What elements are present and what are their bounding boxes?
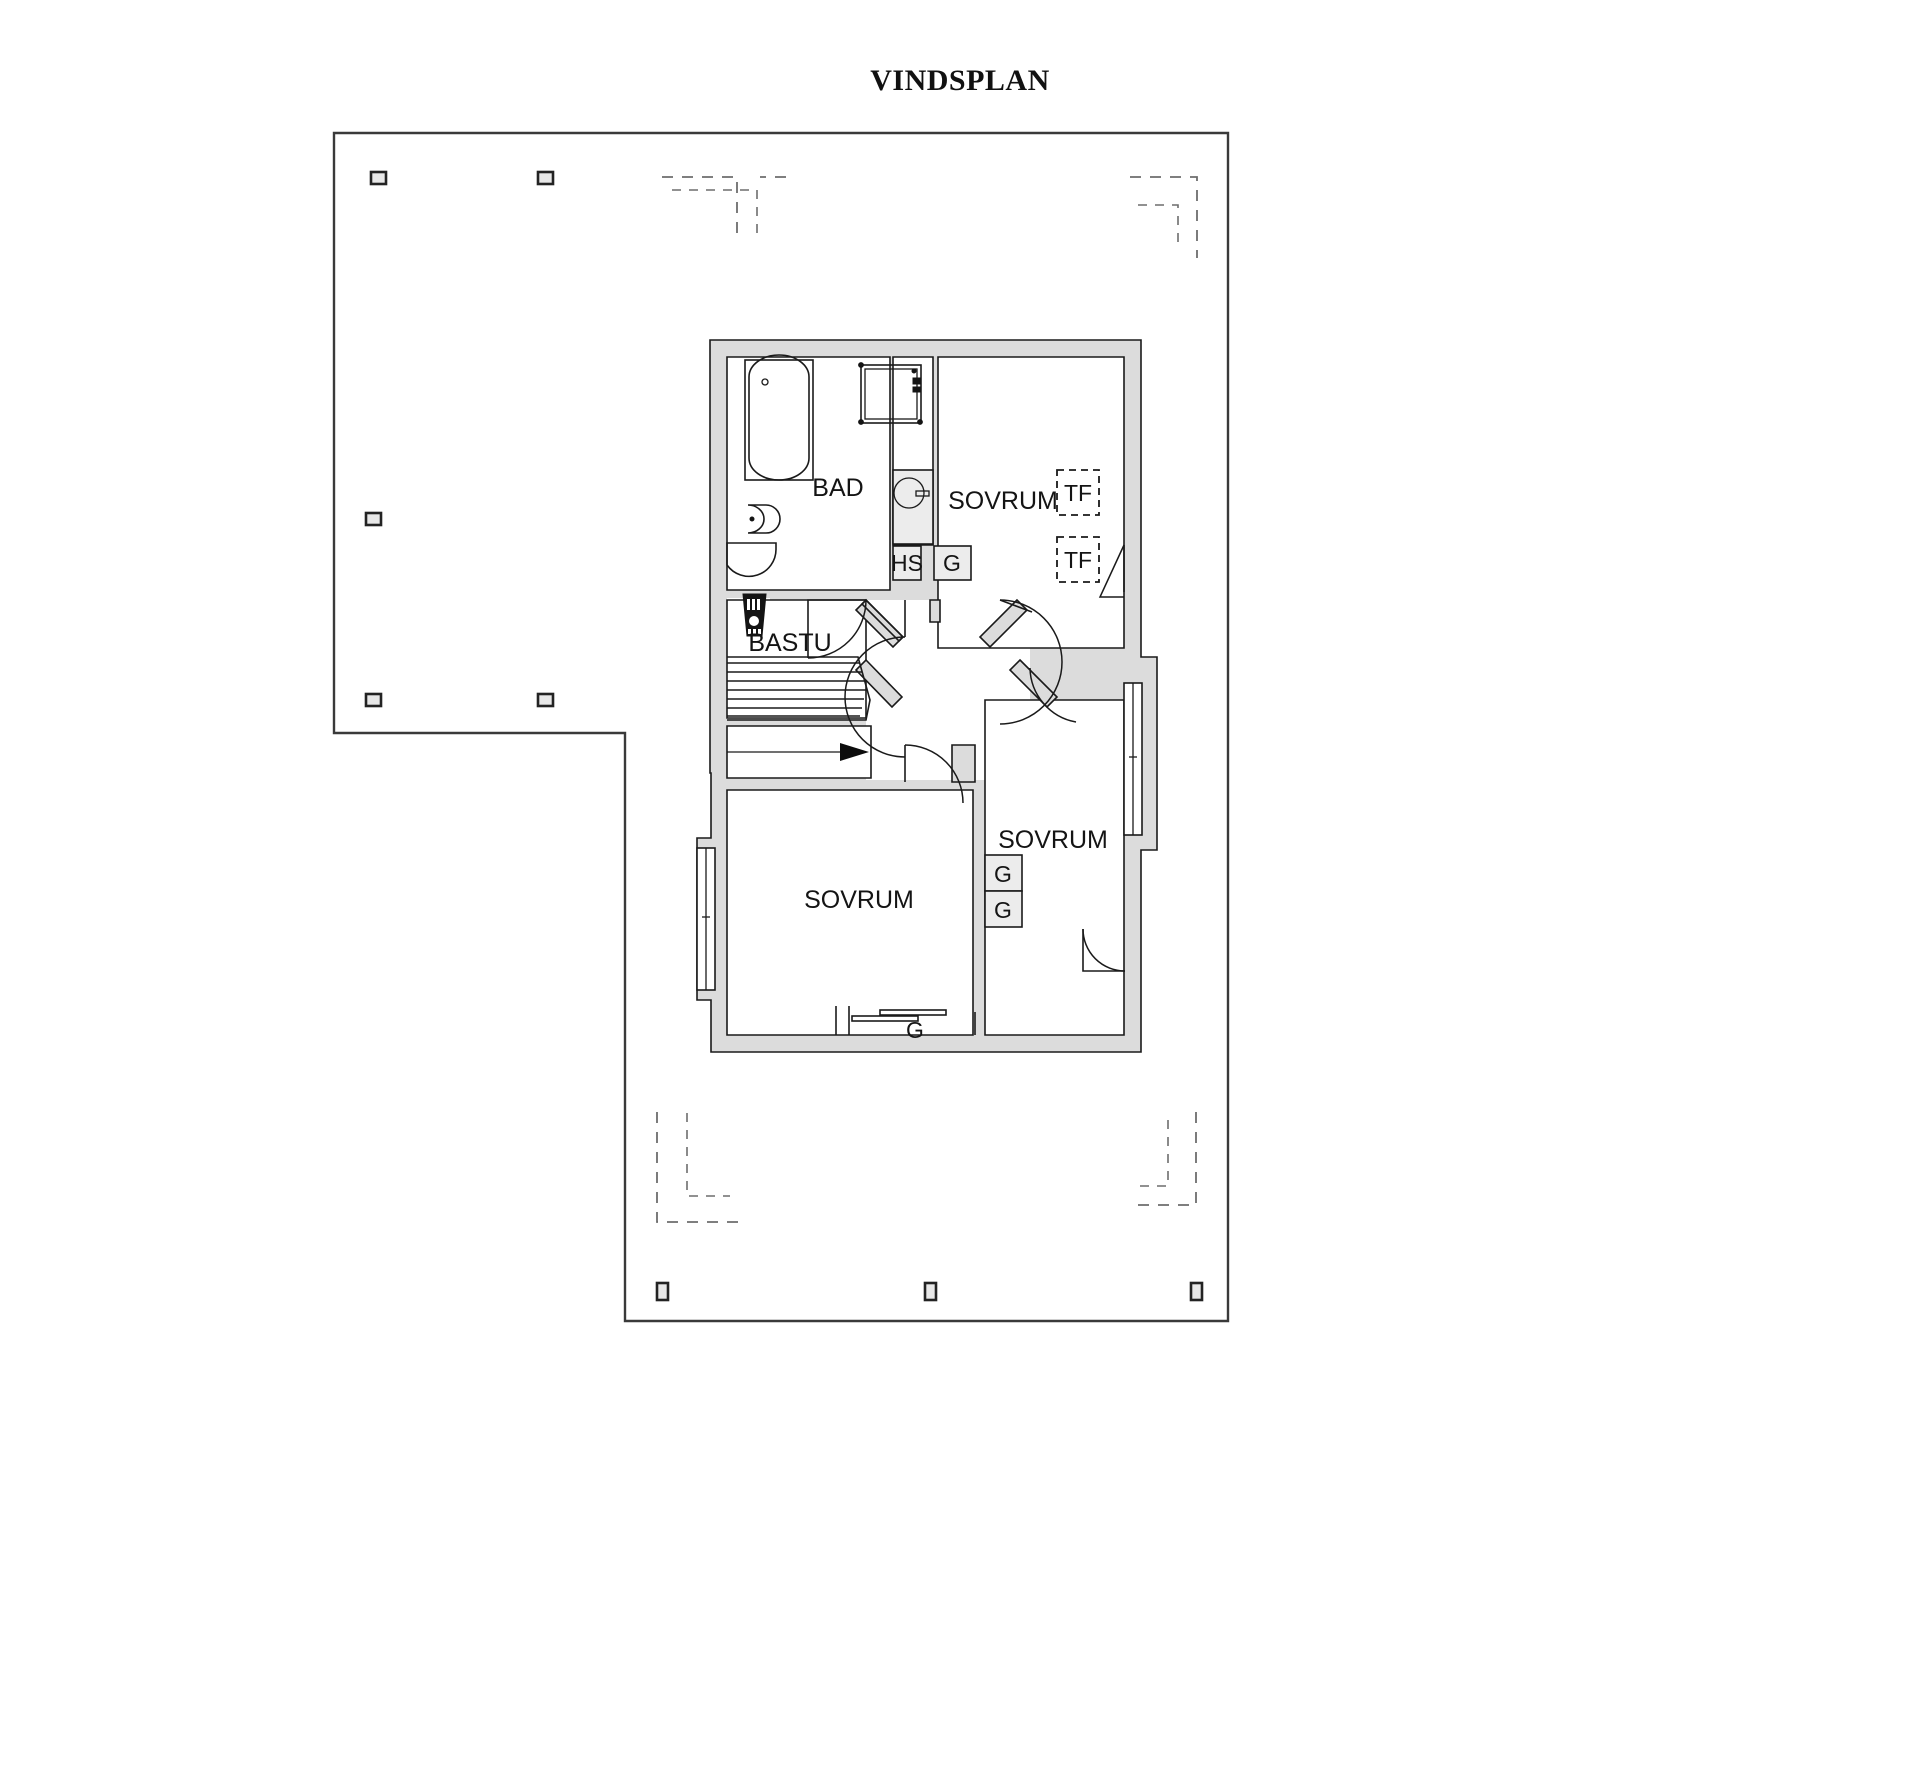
- tag-box-g-se-upper: [984, 854, 1023, 892]
- window-sovrum-sw-west: [696, 847, 716, 991]
- doors: [807, 544, 1126, 972]
- roof-markers-upper: [364, 170, 555, 708]
- tag-label-tf-upper: TF: [1064, 480, 1092, 506]
- fixture-shower-cabin: [858, 362, 923, 425]
- tag-label-hs: HS: [891, 550, 923, 576]
- tag-box-g-bad: [933, 545, 972, 581]
- fixture-sink-sovrum-ne: [892, 469, 934, 545]
- room-label-bastu: BASTU: [748, 629, 831, 657]
- room-labels: BAD BASTU SOVRUM SOVRUM SOVRUM: [748, 474, 1108, 914]
- tag-boxes: [835, 469, 1100, 1035]
- door-sovrum-se-hall: [1029, 667, 1077, 723]
- roof-markers-lower: [655, 1281, 1204, 1302]
- window-sovrum-se-east: [1123, 682, 1143, 836]
- door-bad: [844, 600, 906, 758]
- building-outline: [332, 131, 1230, 1323]
- door-sovrum-se-closet: [1082, 928, 1126, 972]
- room-label-sovrum-sw: SOVRUM: [804, 886, 914, 914]
- room-label-bad: BAD: [812, 474, 863, 502]
- door-sovrum-ne-east: [1098, 544, 1125, 598]
- fixture-staircase: [727, 743, 869, 761]
- tag-box-tf-lower: [1056, 536, 1100, 583]
- room-label-sovrum-se: SOVRUM: [998, 826, 1108, 854]
- fixture-washbasin: [726, 542, 777, 578]
- room-label-sovrum-ne: SOVRUM: [948, 487, 1058, 515]
- tag-label-g-se-low: G: [994, 897, 1012, 923]
- page-title: VINDSPLAN: [870, 64, 1050, 97]
- tag-box-g-se-lower: [984, 890, 1023, 928]
- fixture-toilet: [747, 504, 781, 534]
- fixture-sauna-heater: [742, 593, 767, 637]
- tag-label-tf-lower: TF: [1064, 547, 1092, 573]
- fixture-bathtub: [744, 354, 814, 481]
- apartment-walls: [696, 339, 1158, 1053]
- tag-box-g-sw: [835, 1006, 976, 1035]
- fixture-sauna-benches: [727, 656, 871, 721]
- tag-box-tf-upper: [1056, 469, 1100, 516]
- tag-label-g-se-up: G: [994, 861, 1012, 887]
- windows: [696, 682, 1143, 991]
- door-sovrum-ne: [999, 599, 1063, 725]
- door-sovrum-sw: [904, 744, 964, 804]
- tag-labels: TF TF HS G G G G: [891, 480, 1092, 1043]
- tag-label-g-sw: G: [906, 1017, 924, 1043]
- tag-label-g-bad: G: [943, 550, 961, 576]
- tag-box-hs: [892, 545, 922, 581]
